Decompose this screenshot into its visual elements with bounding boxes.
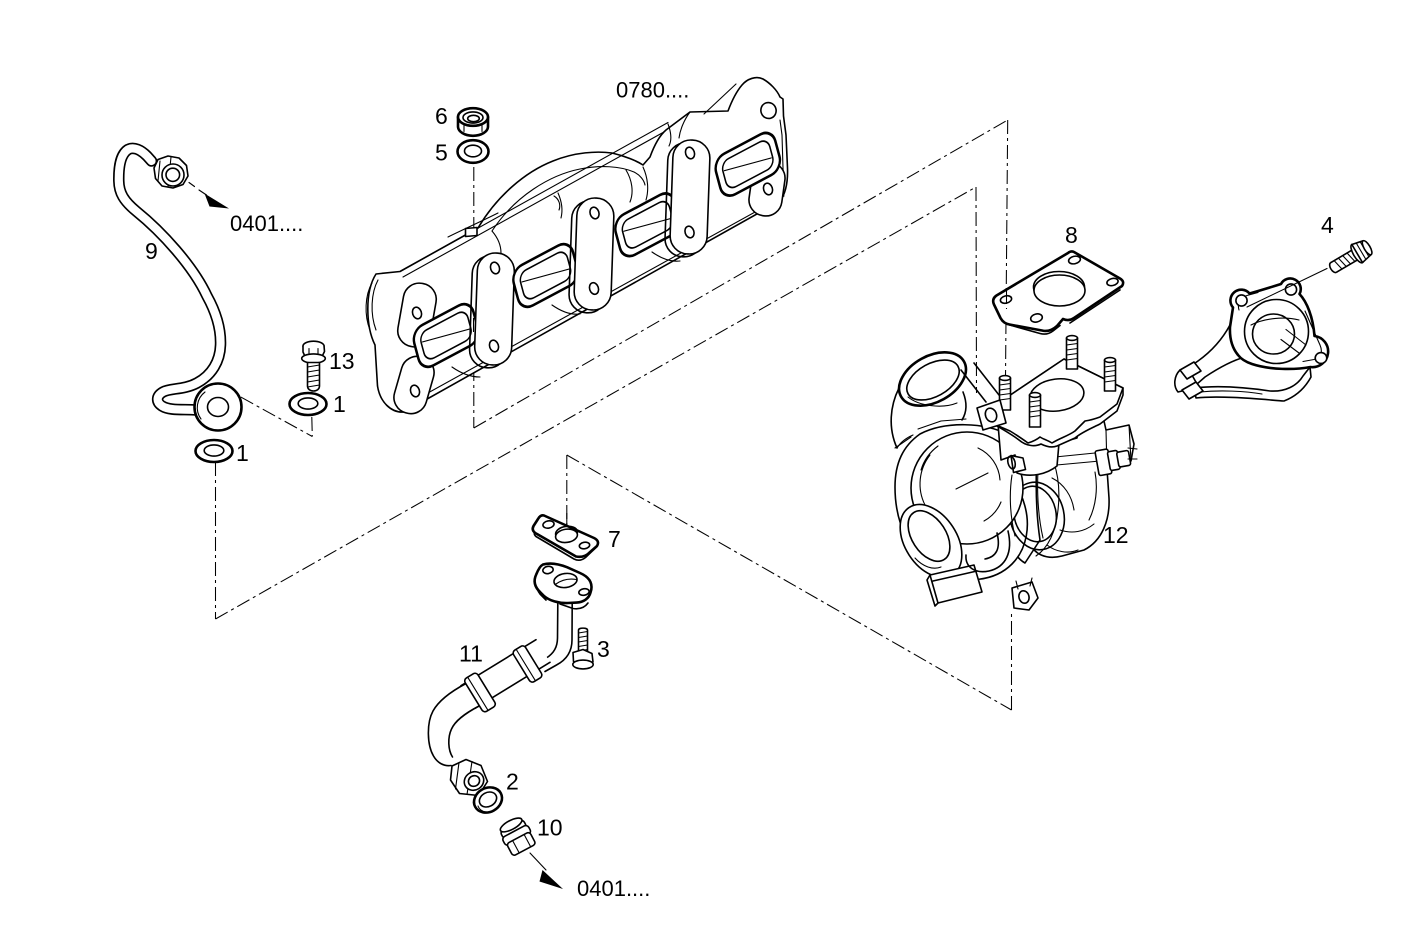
- svg-text:0780....: 0780....: [616, 78, 689, 103]
- svg-text:6: 6: [435, 103, 448, 129]
- svg-text:0401....: 0401....: [577, 876, 650, 901]
- svg-text:9: 9: [145, 238, 158, 264]
- svg-text:1: 1: [333, 391, 346, 417]
- svg-text:1: 1: [236, 440, 249, 466]
- svg-text:4: 4: [1321, 212, 1334, 238]
- svg-text:5: 5: [435, 140, 448, 166]
- svg-text:12: 12: [1103, 522, 1129, 548]
- svg-text:8: 8: [1065, 222, 1078, 248]
- svg-text:3: 3: [597, 636, 610, 662]
- svg-text:7: 7: [608, 526, 621, 552]
- svg-text:10: 10: [537, 815, 563, 841]
- svg-text:11: 11: [459, 641, 483, 667]
- svg-text:13: 13: [329, 348, 355, 374]
- svg-text:0401....: 0401....: [230, 211, 303, 236]
- svg-text:2: 2: [506, 769, 519, 795]
